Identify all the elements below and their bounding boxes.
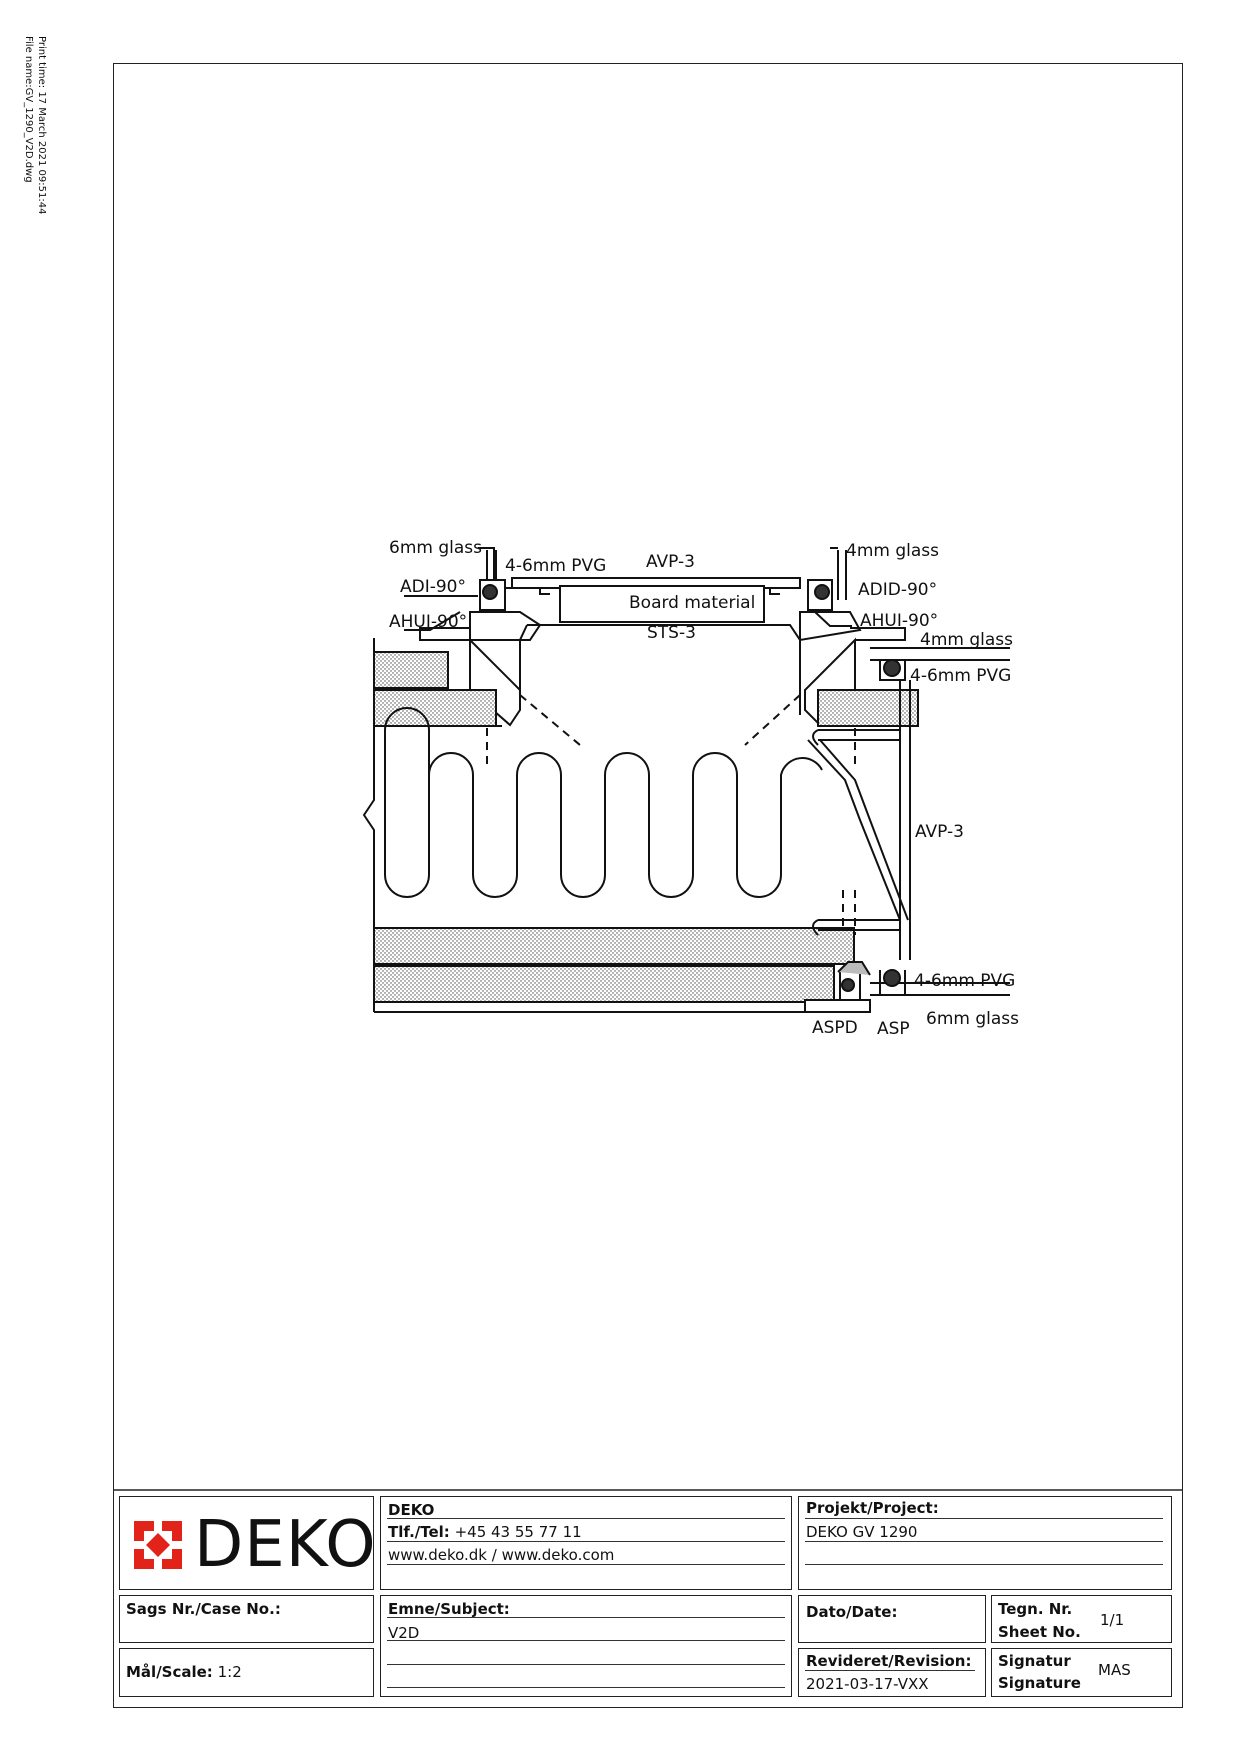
label-pvg-right-top: 4-6mm PVG [910,666,1011,686]
label-asp: ASP [877,1019,910,1039]
label-ahui-right: AHUI-90° [860,611,938,631]
deko-logo-icon [134,1521,182,1569]
rule [387,1541,785,1542]
signature-box [991,1648,1172,1697]
label-4mm-glass-right: 4mm glass [920,630,1013,650]
subject-label: Emne/Subject: [388,1600,510,1618]
rule [387,1518,785,1519]
logo-box [119,1496,374,1590]
phone-label: Tlf./Tel: [388,1523,450,1541]
project-value: DEKO GV 1290 [806,1523,918,1541]
label-4mm-glass-top: 4mm glass [846,541,939,561]
label-6mm-glass-top: 6mm glass [389,538,482,558]
sheet-value: 1/1 [1100,1611,1125,1629]
scale-label: Mål/Scale: [126,1663,213,1681]
sheet-label-1: Tegn. Nr. [998,1600,1073,1618]
label-avp3-top: AVP-3 [646,552,695,572]
rule [387,1564,785,1565]
revision-value: 2021-03-17-VXX [806,1675,929,1693]
rule [805,1518,1163,1519]
rule [387,1687,785,1688]
label-6mm-glass-bottom: 6mm glass [926,1009,1019,1029]
signature-value: MAS [1098,1661,1131,1679]
label-ahui-left: AHUI-90° [389,612,467,632]
logo-text: DEKO [194,1508,377,1582]
label-board-material: Board material [629,593,755,613]
rule [805,1670,975,1671]
label-pvg-top-left: 4-6mm PVG [505,556,606,576]
rule [387,1664,785,1665]
company-name: DEKO [388,1501,435,1519]
sheet-label-2: Sheet No. [998,1623,1081,1641]
date-label: Dato/Date: [806,1603,898,1621]
company-box [380,1496,792,1590]
subject-value: V2D [388,1624,420,1642]
rule [805,1564,1163,1565]
case-box [119,1595,374,1643]
signature-label-1: Signatur [998,1652,1071,1670]
drawing-frame [113,63,1183,1708]
revision-box [798,1648,986,1697]
sheet-box [991,1595,1172,1643]
revision-label: Revideret/Revision: [806,1652,972,1670]
label-avp3-right: AVP-3 [915,822,964,842]
website-link[interactable]: www.deko.dk / www.deko.com [388,1546,615,1564]
rule [387,1640,785,1641]
rule [387,1617,785,1618]
label-sts3: STS-3 [647,623,696,643]
project-box [798,1496,1172,1590]
phone-value: +45 43 55 77 11 [454,1523,582,1541]
label-pvg-right-bottom: 4-6mm PVG [914,971,1015,991]
case-label: Sags Nr./Case No.: [126,1600,281,1618]
project-label: Projekt/Project: [806,1499,939,1517]
scale-value: 1:2 [217,1663,242,1681]
scale-box [119,1648,374,1697]
signature-label-2: Signature [998,1674,1081,1692]
subject-box [380,1595,792,1697]
label-adid: ADID-90° [858,580,937,600]
rule [805,1541,1163,1542]
label-adi: ADI-90° [400,577,466,597]
scale-line: Mål/Scale: 1:2 [126,1663,242,1681]
date-box [798,1595,986,1643]
label-aspd: ASPD [812,1018,858,1038]
phone-line: Tlf./Tel: +45 43 55 77 11 [388,1523,582,1541]
